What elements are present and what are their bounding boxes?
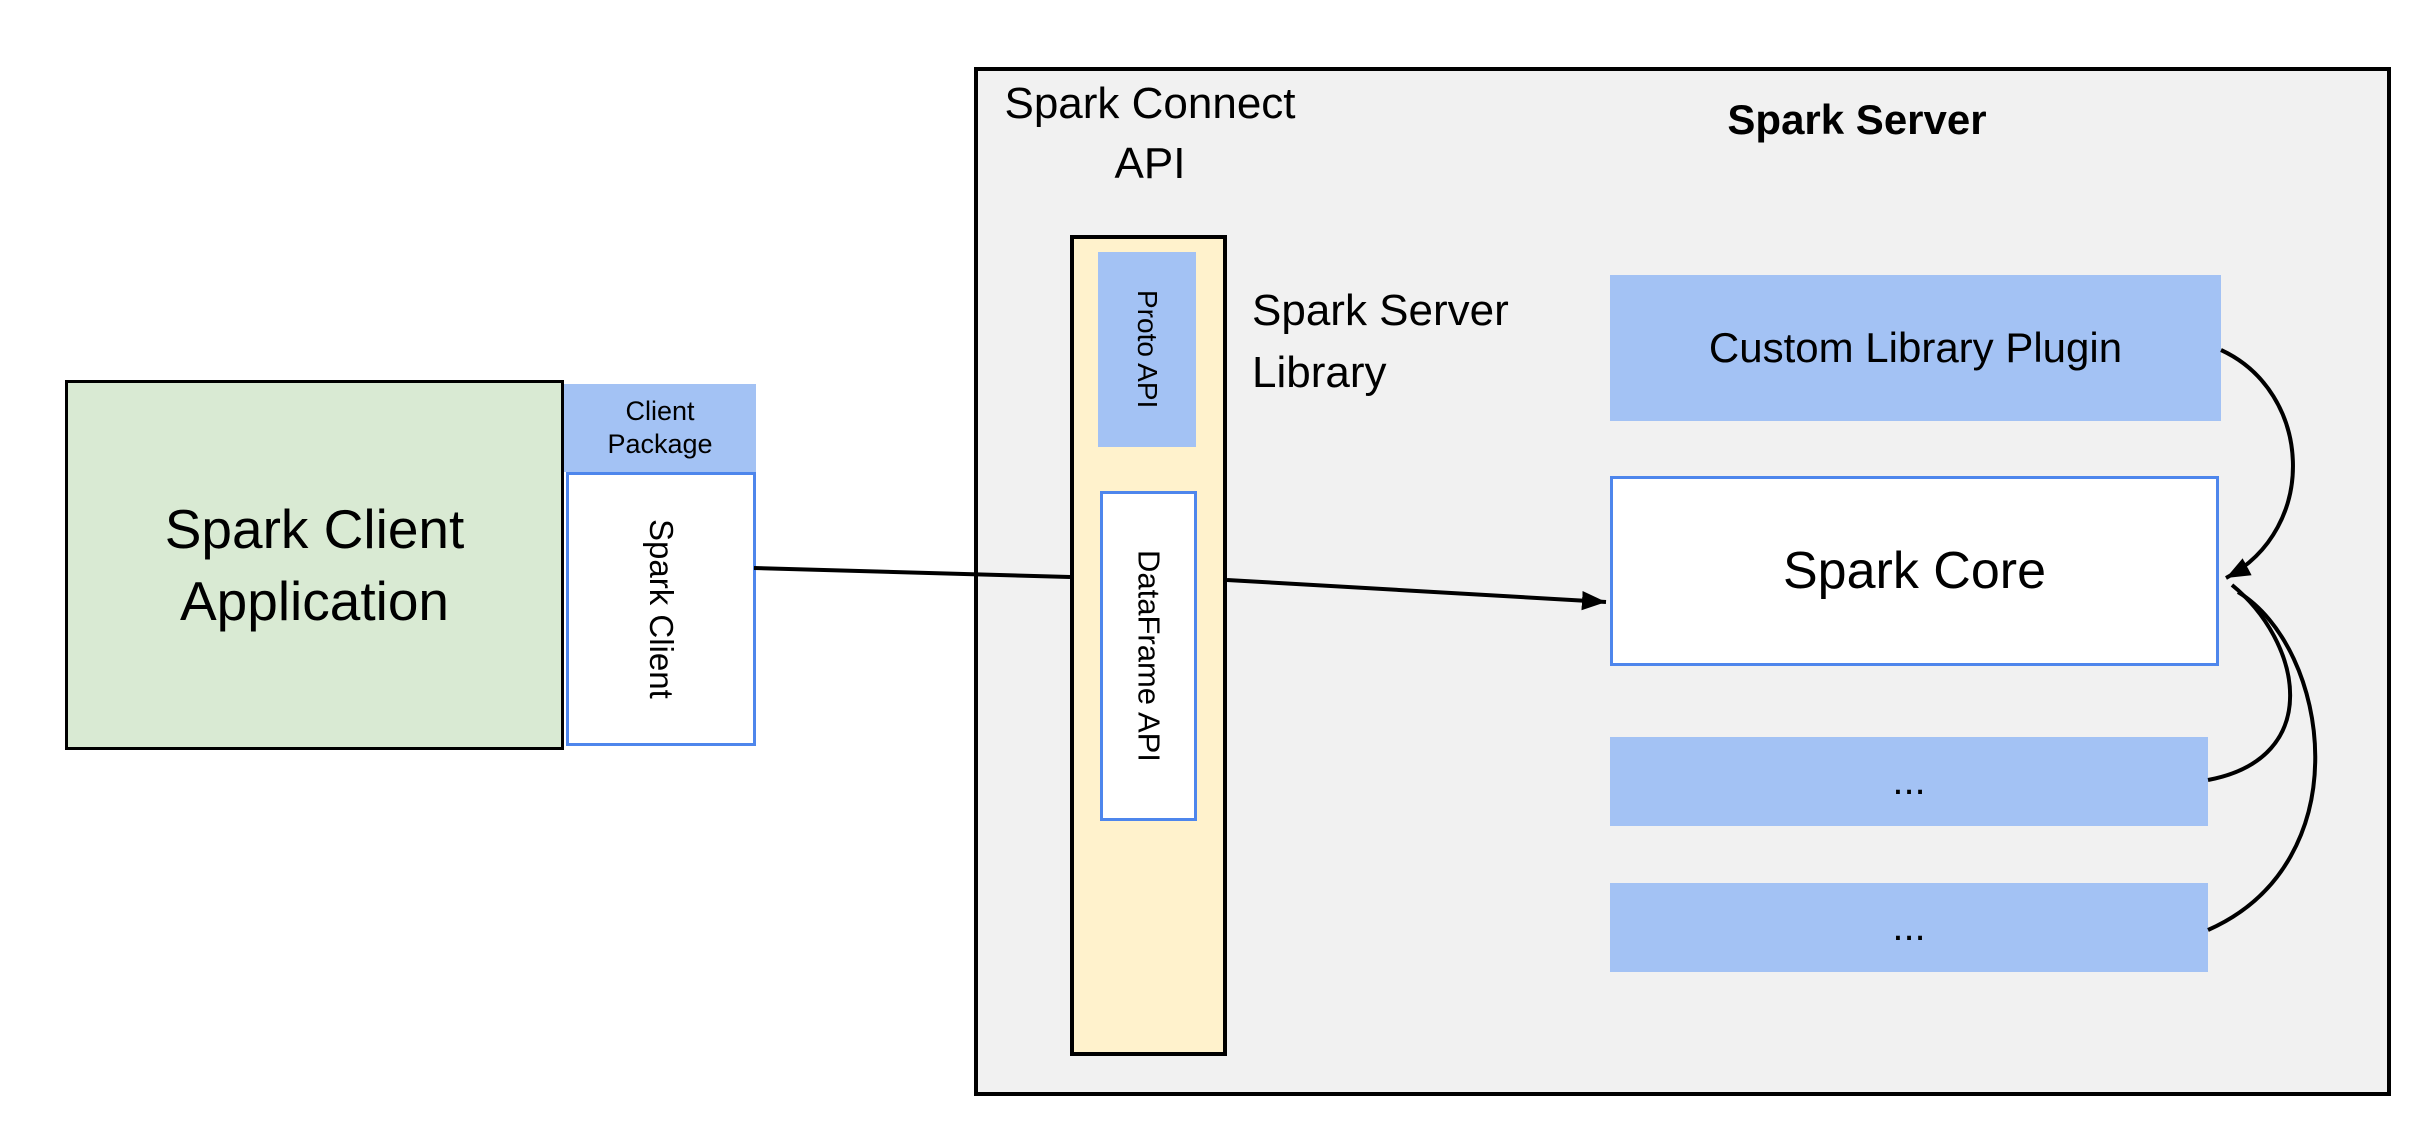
plugin-slot-box-1: ...	[1610, 737, 2208, 826]
proto-api-box: Proto API	[1098, 252, 1196, 447]
spark-server-title: Spark Server	[1727, 96, 1987, 143]
client-package-box: Client Package	[564, 384, 756, 472]
spark-connect-api-label: Spark Connect API	[1004, 79, 1296, 188]
plugin-slot-1-label: ...	[1892, 759, 1926, 803]
plugin-slot-box-2: ...	[1610, 883, 2208, 972]
spark-core-box: Spark Core	[1610, 476, 2219, 666]
custom-library-plugin-label: Custom Library Plugin	[1708, 324, 2123, 371]
spark-client-application-label: Spark Client Application	[164, 498, 465, 632]
proto-api-label: Proto API	[1132, 290, 1163, 409]
dataframe-api-box: DataFrame API	[1100, 491, 1197, 821]
spark-client-box: Spark Client	[566, 472, 756, 746]
spark-core-label: Spark Core	[1783, 542, 2046, 600]
dataframe-api-label: DataFrame API	[1131, 550, 1167, 762]
spark-server-library-label: Spark Server Library	[1252, 286, 1509, 397]
spark-client-application-box: Spark Client Application	[65, 380, 564, 750]
client-package-label: Client Package	[607, 396, 713, 459]
custom-library-plugin-box: Custom Library Plugin	[1610, 275, 2221, 421]
plugin-slot-2-label: ...	[1892, 905, 1926, 949]
spark-client-label: Spark Client	[643, 519, 680, 699]
